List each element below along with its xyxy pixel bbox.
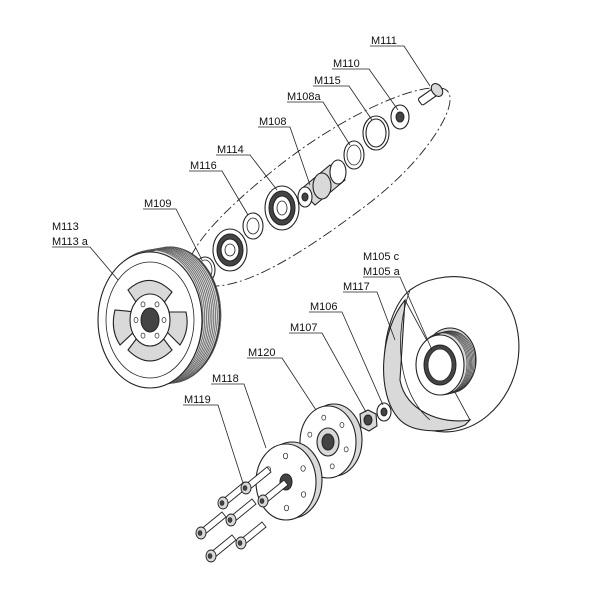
label-m105c: M105 c <box>363 251 400 263</box>
screw <box>235 521 267 550</box>
label-m105a: M105 a <box>363 266 401 278</box>
screw <box>240 466 272 495</box>
label-m107: M107 <box>290 322 318 334</box>
label-m116: M116 <box>190 160 217 172</box>
label-m109: M109 <box>144 198 172 210</box>
plate-m118 <box>255 441 323 521</box>
label-m114: M114 <box>217 144 244 156</box>
label-m108a: M108a <box>287 91 322 103</box>
circlip-m115 <box>362 115 390 151</box>
washer-m106 <box>376 402 392 422</box>
part-labels: M111 M110 M115 M108a M108 M114 M116 M109… <box>52 35 401 406</box>
screw <box>195 511 227 540</box>
shaft-m108 <box>297 159 347 208</box>
label-m119: M119 <box>184 394 211 406</box>
threaded-boss-m105a <box>415 327 477 396</box>
ring-m108a <box>343 140 365 170</box>
bearing-lower <box>212 228 248 272</box>
label-m118: M118 <box>212 373 239 385</box>
label-m115: M115 <box>314 75 341 87</box>
bolt-m111 <box>417 83 444 106</box>
bearing-m114 <box>264 185 300 231</box>
screw <box>205 534 237 563</box>
screw <box>225 498 257 527</box>
label-m120: M120 <box>248 347 276 359</box>
washer-m110 <box>390 104 410 130</box>
label-m110: M110 <box>333 58 360 70</box>
screws-m119 <box>195 466 289 563</box>
leader-lines <box>52 45 433 484</box>
spacer-m116 <box>242 212 264 240</box>
screw <box>257 479 289 508</box>
label-m113a: M113 a <box>52 236 89 248</box>
label-m113: M113 <box>52 221 79 233</box>
label-m117: M117 <box>343 281 370 293</box>
label-m106: M106 <box>310 301 338 313</box>
label-m108: M108 <box>259 116 287 128</box>
label-m111: M111 <box>371 35 397 47</box>
pulley-m113 <box>97 246 222 389</box>
nut-m107 <box>359 409 378 432</box>
